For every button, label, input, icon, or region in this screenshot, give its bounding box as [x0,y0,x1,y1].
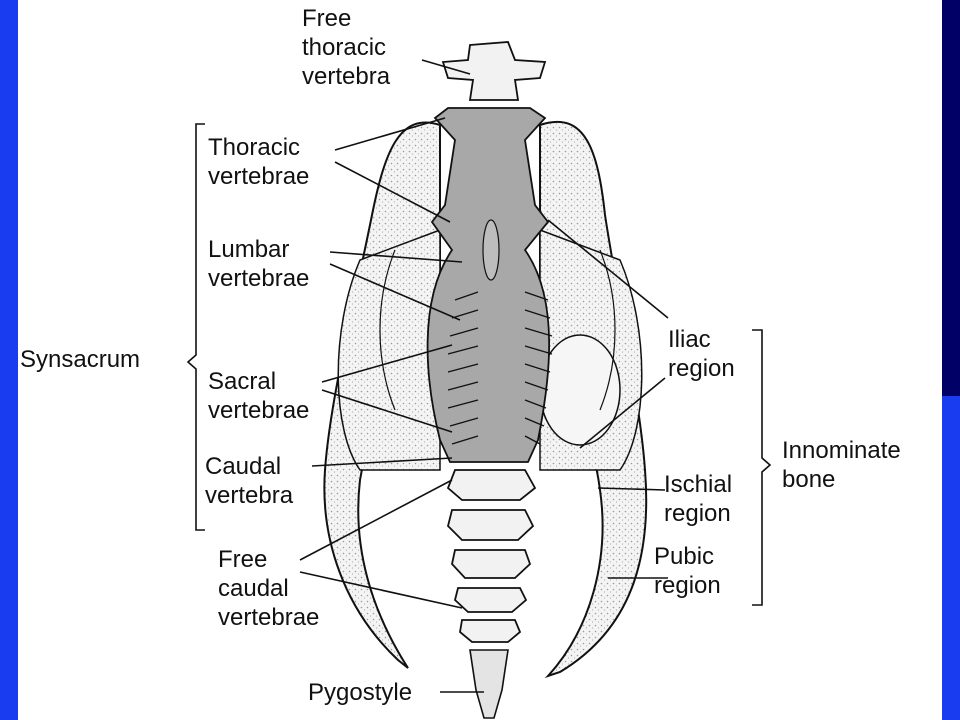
label-iliac-region: Iliac region [668,326,735,382]
label-pubic-region: Pubic region [654,543,721,599]
left-frame-bar [0,0,18,720]
right-frame-bar-dark [942,0,960,396]
label-caudal-vertebra: Caudal vertebra [205,453,294,509]
right-frame-bar-blue [942,396,960,720]
label-free-caudal-vertebrae: Free caudal vertebrae [218,546,320,631]
pygostyle-shape [469,649,509,719]
label-free-thoracic-vertebra: Free thoracic vertebra [302,5,391,90]
innominate-brace [752,329,772,606]
synsacrum-brace [186,123,205,531]
label-sacral-vertebrae: Sacral vertebrae [208,368,310,424]
leader-lines [299,59,669,693]
label-thoracic-vertebrae: Thoracic vertebrae [208,134,310,190]
label-ischial-region: Ischial region [664,471,733,527]
label-lumbar-vertebrae: Lumbar vertebrae [208,236,310,292]
label-pygostyle: Pygostyle [308,679,413,706]
free-thoracic-vertebra-shape [441,41,547,101]
free-caudal-vertebrae-shapes [446,469,537,643]
label-innominate-bone: Innominate bone [782,437,901,493]
synsacrum-shape [426,107,553,463]
label-synsacrum: Synsacrum [20,346,141,373]
